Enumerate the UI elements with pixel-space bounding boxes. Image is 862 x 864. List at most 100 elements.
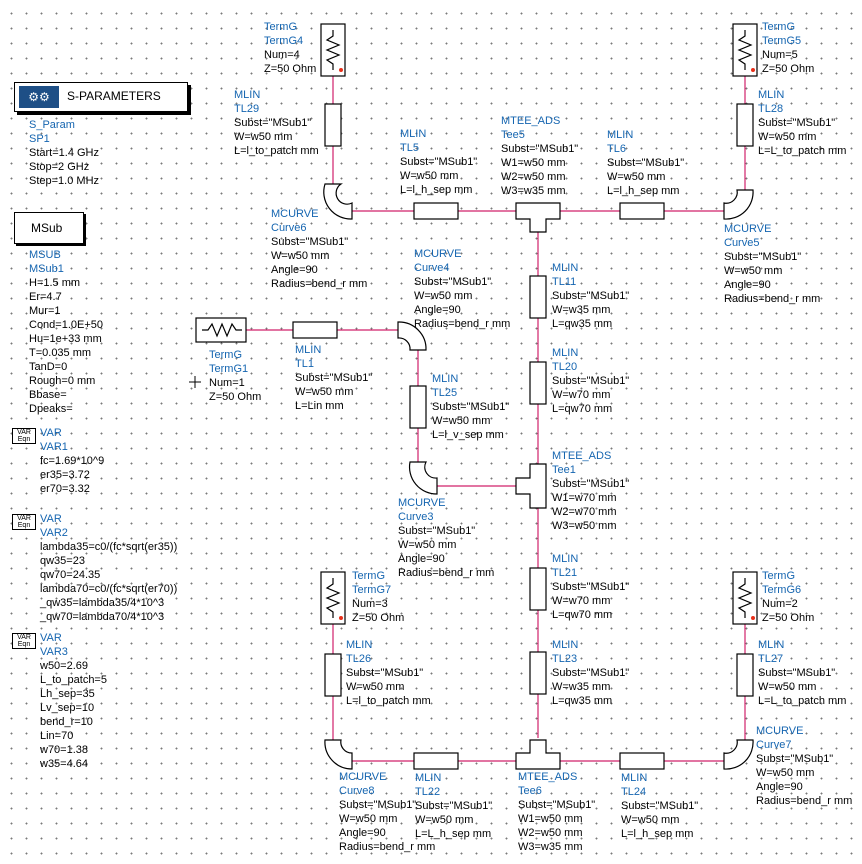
var1-icon[interactable]: VAR Eqn (12, 428, 36, 444)
component-param: qw35=23 (40, 555, 85, 567)
component-type: MLIN (234, 89, 261, 101)
sparameters-title: S-PARAMETERS (67, 89, 161, 103)
component-param: L=L_to_patch mm (758, 145, 847, 157)
component-param: Lin=70 (40, 730, 74, 742)
curve5-symbol (723, 189, 754, 220)
component-type: MTEE_ADS (518, 771, 578, 783)
component-param: Subst="MSub1" (415, 800, 493, 812)
component-type: MLIN (552, 639, 579, 651)
component-name: TL23 (552, 653, 578, 665)
component-type: MLIN (415, 772, 442, 784)
component-param: W2=w70 mm (552, 506, 617, 518)
component-param: Mur=1 (29, 305, 61, 317)
component-type: MSUB (29, 249, 61, 261)
component-param: Lh_sep=35 (40, 688, 95, 700)
component-param: Radius=bend_r mm (271, 278, 368, 290)
component-param: W1=w50 mm (518, 813, 583, 825)
component-name: TL21 (552, 567, 578, 579)
msub-title: MSub (31, 221, 63, 235)
sparameters-controller[interactable]: ⚙⚙ S-PARAMETERS (14, 82, 188, 112)
component-param: Bbase= (29, 389, 67, 401)
component-param: Rough=0 mm (29, 375, 96, 387)
component-param: L=L_to_patch mm (758, 695, 847, 707)
tl6-symbol (619, 202, 665, 220)
component-param: Radius=bend_r mm (339, 841, 436, 853)
component-name: VAR1 (40, 441, 68, 453)
tl25-symbol (409, 385, 427, 429)
component-param: L=l_to_patch mm (346, 695, 431, 707)
component-param: L=qw35 mm (552, 318, 613, 330)
component-param: Num=1 (209, 377, 245, 389)
component-param: Subst="MSub1" (758, 117, 836, 129)
component-param: W3=w35 mm (518, 841, 583, 853)
cursor-crosshair-icon (189, 376, 201, 388)
component-param: Er=4.7 (29, 291, 62, 303)
component-type: MLIN (346, 639, 373, 651)
curve4-symbol (397, 321, 427, 351)
component-param: L=qw35 mm (552, 695, 613, 707)
component-name: TermG6 (762, 584, 802, 596)
tl11-symbol (529, 275, 547, 319)
tee6-symbol (515, 739, 561, 770)
component-name: TL28 (758, 103, 784, 115)
component-type: TermG (762, 21, 795, 33)
component-name: TL1 (295, 358, 314, 370)
component-param: Stop=2 GHz (29, 161, 90, 173)
component-param: w35=4.64 (40, 758, 89, 770)
component-param: er70=3.32 (40, 483, 90, 495)
component-param: Subst="MSub1" (501, 143, 579, 155)
component-param: W=w50 mm (346, 681, 405, 693)
component-name: Tee1 (552, 464, 576, 476)
component-param: W=w50 mm (432, 415, 491, 427)
component-param: W1=w50 mm (501, 157, 566, 169)
component-param: Subst="MSub1" (621, 800, 699, 812)
component-type: MLIN (607, 129, 634, 141)
component-param: W=w50 mm (758, 681, 817, 693)
component-param: Subst="MSub1" (758, 667, 836, 679)
component-type: TermG (264, 21, 297, 33)
component-param: TanD=0 (29, 361, 68, 373)
component-name: Curve7 (756, 739, 792, 751)
component-param: W=w50 mm (621, 814, 680, 826)
component-type: VAR (40, 427, 62, 439)
component-name: Tee6 (518, 785, 542, 797)
component-param: W=w50 mm (756, 767, 815, 779)
component-name: TermG1 (209, 363, 249, 375)
termg5-symbol (732, 23, 758, 77)
component-name: TermG5 (762, 35, 802, 47)
component-param: L=qw70 mm (552, 403, 613, 415)
component-param: qw70=24.35 (40, 569, 101, 581)
tl29-symbol (324, 103, 342, 147)
component-name: Curve8 (339, 785, 375, 797)
component-param: Num=2 (762, 598, 798, 610)
msub-block[interactable]: MSub (14, 212, 84, 244)
var3-icon[interactable]: VAR Eqn (12, 633, 36, 649)
component-param: W=w50 mm (607, 171, 666, 183)
component-param: Subst="MSub1" (295, 372, 373, 384)
component-param: L=Lin mm (295, 400, 344, 412)
tl21-symbol (529, 567, 547, 611)
component-param: Radius=bend_r mm (414, 318, 511, 330)
component-param: Subst="MSub1" (432, 401, 510, 413)
tee5-symbol (515, 202, 561, 233)
component-param: er35=3.72 (40, 469, 90, 481)
var2-icon[interactable]: VAR Eqn (12, 514, 36, 530)
component-name: SP1 (29, 133, 50, 145)
component-param: lambda70=c0/(fc*sqrt(er70)) (40, 583, 178, 595)
termg6-symbol (732, 571, 758, 625)
component-name: TL5 (400, 142, 419, 154)
component-param: Subst="MSub1" (552, 478, 630, 490)
